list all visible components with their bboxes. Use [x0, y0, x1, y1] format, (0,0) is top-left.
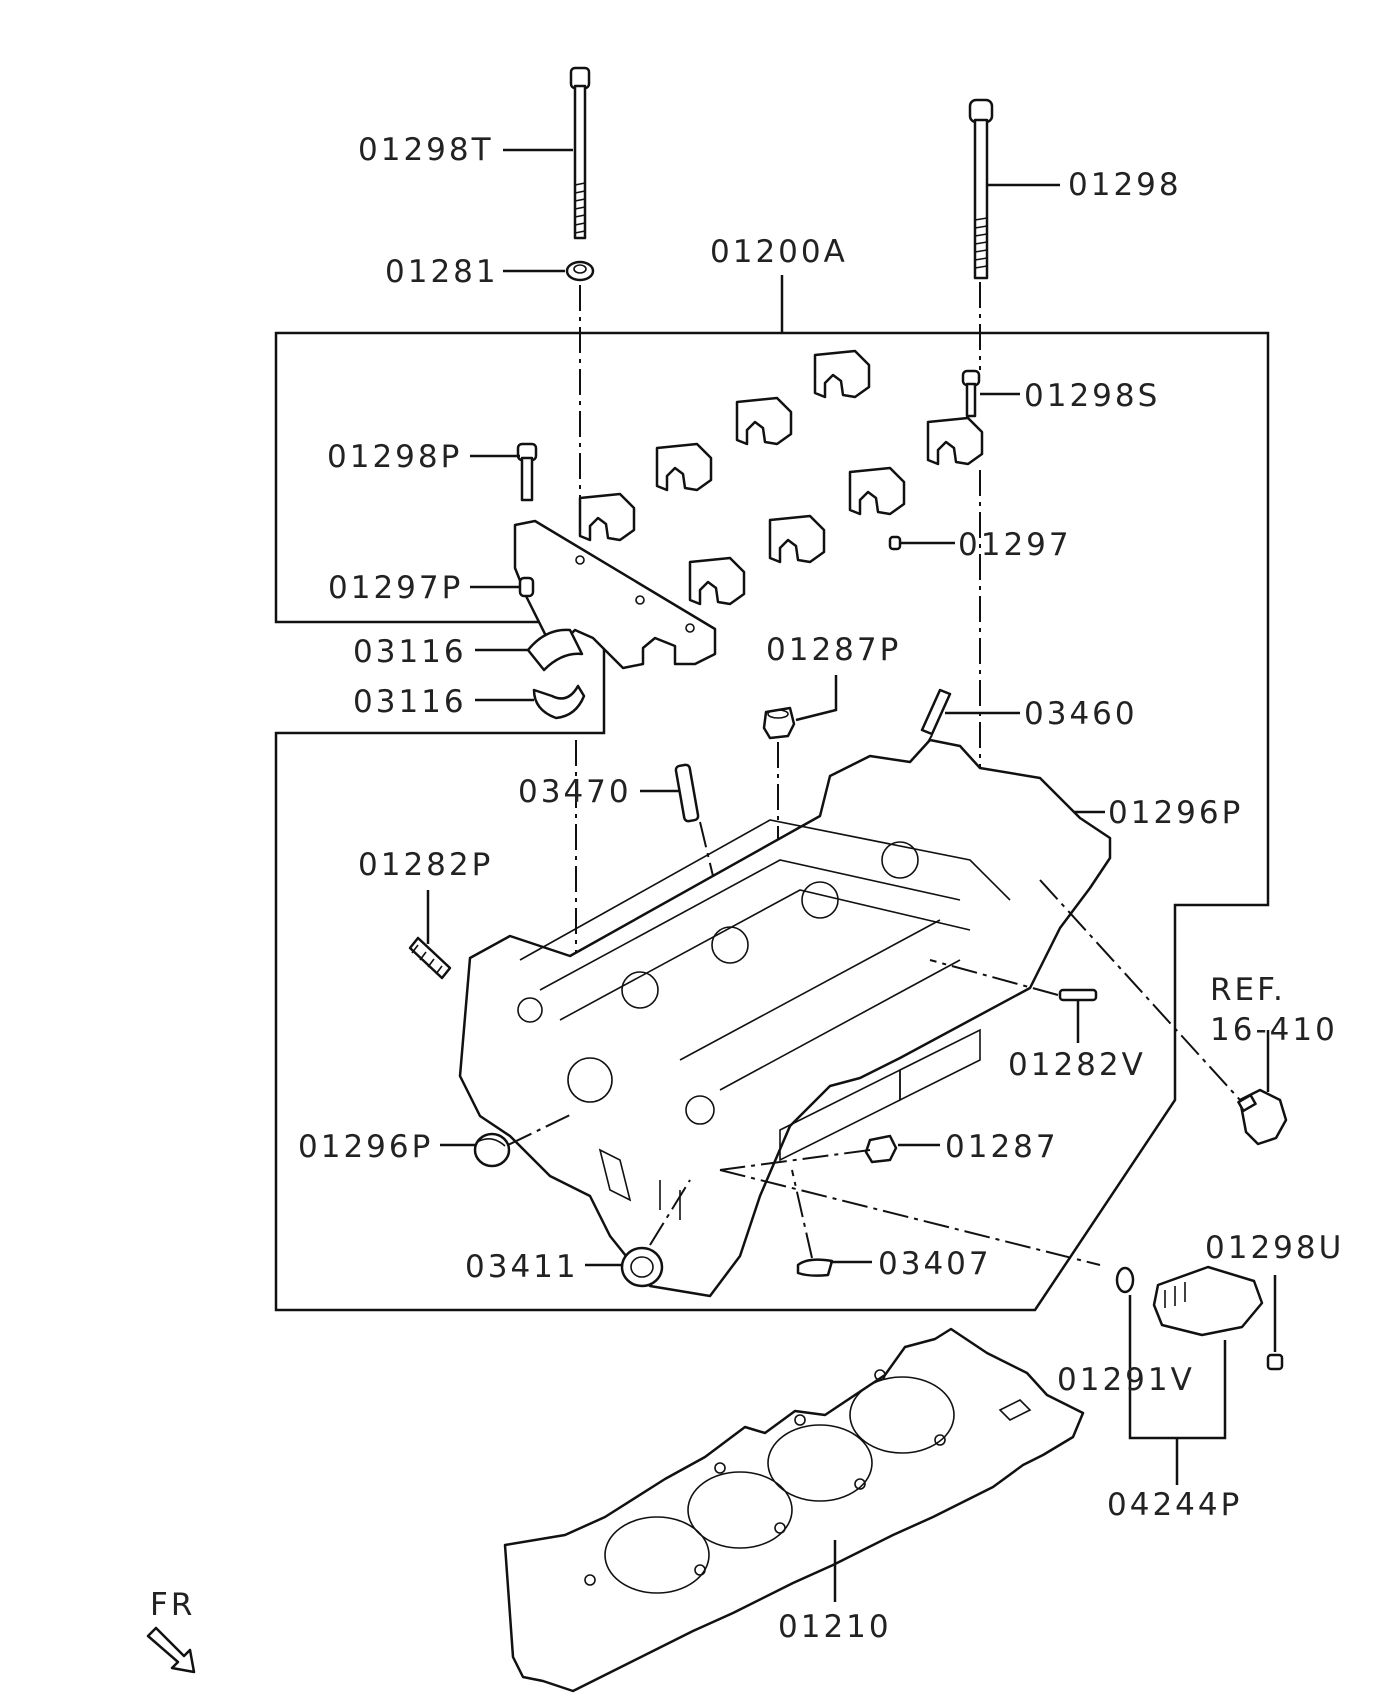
label-fr: FR [150, 1587, 195, 1623]
cylinder-head [458, 738, 1112, 1298]
dowel-01297 [888, 535, 902, 551]
label-04244P: 04244P [1107, 1487, 1242, 1523]
label-01281: 01281 [385, 254, 499, 290]
label-01296P-upper: 01296P [1108, 795, 1243, 831]
bolt-01298S [961, 369, 981, 418]
bolt-01298P [516, 442, 538, 502]
o-ring-01291V [1115, 1266, 1135, 1294]
label-01298P: 01298P [327, 439, 462, 475]
label-03407: 03407 [878, 1246, 992, 1282]
bearing-shells-03116 [526, 628, 586, 720]
label-01282V: 01282V [1008, 1047, 1146, 1083]
label-ref: REF. [1210, 972, 1286, 1008]
label-01298U: 01298U [1205, 1230, 1344, 1266]
sensor-ref-16-410 [1237, 1088, 1288, 1146]
washer-01281 [565, 260, 595, 282]
bolt-01298U [1266, 1353, 1284, 1371]
label-01297: 01297 [958, 527, 1072, 563]
label-03460: 03460 [1024, 696, 1138, 732]
label-01296P-lower: 01296P [298, 1129, 433, 1165]
label-03411: 03411 [465, 1249, 579, 1285]
camshaft-caps [513, 349, 984, 670]
label-01298T: 01298T [358, 132, 494, 168]
stud-01282P [408, 936, 452, 980]
seal-03411 [620, 1246, 664, 1288]
label-01291V: 01291V [1057, 1362, 1195, 1398]
label-01200A: 01200A [710, 234, 848, 270]
plug-01287 [864, 1134, 898, 1164]
label-01297P: 01297P [328, 570, 463, 606]
stud-01282V [1058, 988, 1098, 1002]
dowel-01297P [518, 576, 535, 598]
label-ref-number: 16-410 [1210, 1012, 1338, 1048]
label-03116-upper: 03116 [353, 634, 467, 670]
label-01298S: 01298S [1024, 378, 1160, 414]
label-01287: 01287 [945, 1129, 1059, 1165]
front-arrow [146, 1626, 196, 1674]
label-01210: 01210 [778, 1609, 892, 1645]
guide-03470 [674, 763, 700, 823]
plug-01287P [762, 706, 796, 740]
label-03470: 03470 [518, 774, 632, 810]
plug-03407 [796, 1258, 834, 1277]
label-01282P: 01282P [358, 847, 493, 883]
bolt-01298T [569, 66, 591, 240]
head-gasket-01210 [503, 1327, 1085, 1693]
label-01287P: 01287P [766, 632, 901, 668]
bolt-01298 [968, 98, 994, 280]
oil-control-valve [1152, 1265, 1264, 1337]
label-01298: 01298 [1068, 167, 1182, 203]
pin-03460 [920, 688, 952, 736]
label-03116-lower: 03116 [353, 684, 467, 720]
plug-01296P-lower [473, 1132, 511, 1168]
